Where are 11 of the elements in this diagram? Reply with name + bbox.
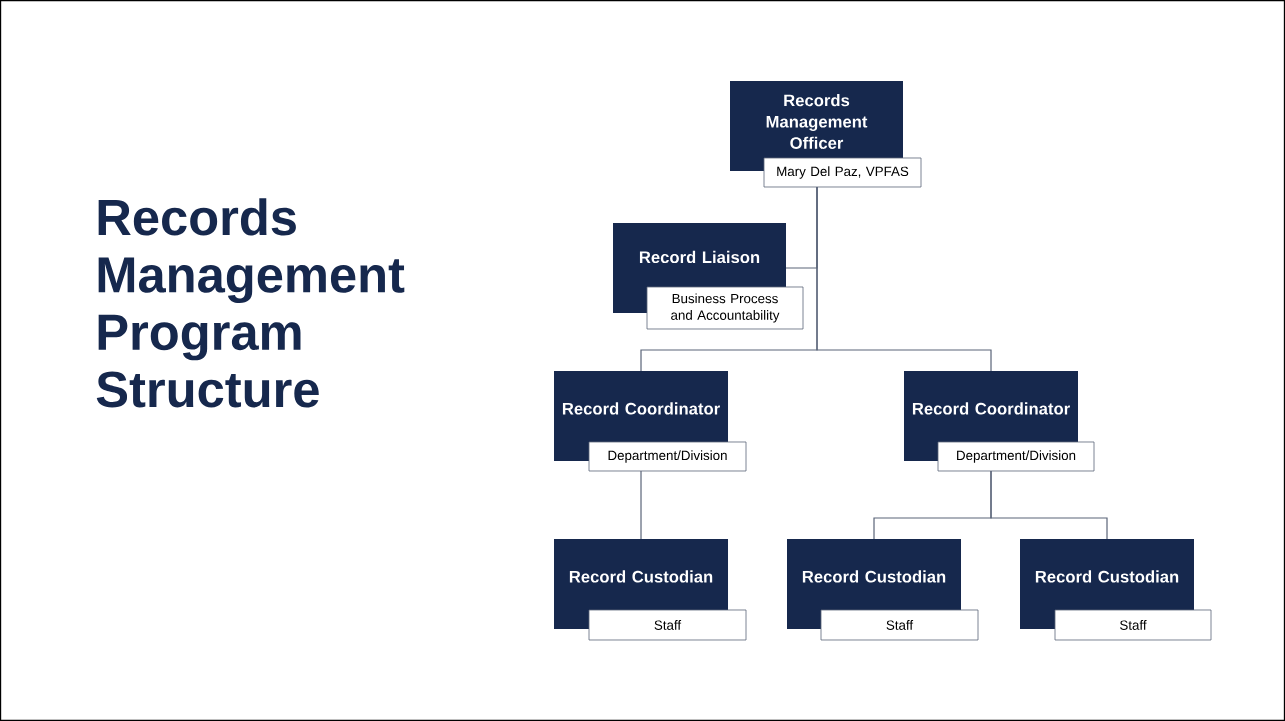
- subtitle-box: Department/Division: [937, 441, 1095, 472]
- connector-line: [640, 470, 642, 540]
- subtitle-box: Staff: [588, 609, 747, 641]
- subtitle-box: Department/Division: [588, 441, 747, 472]
- subtitle-box: Business Process and Accountability: [646, 286, 804, 330]
- subtitle-box: Staff: [1054, 609, 1212, 641]
- connector-line: [816, 186, 992, 372]
- connector-line: [990, 470, 1108, 540]
- subtitle-box: Staff: [820, 609, 979, 641]
- slide-title: Records Management Program Structure: [96, 198, 405, 408]
- subtitle-box: Mary Del Paz, VPFAS: [763, 157, 922, 188]
